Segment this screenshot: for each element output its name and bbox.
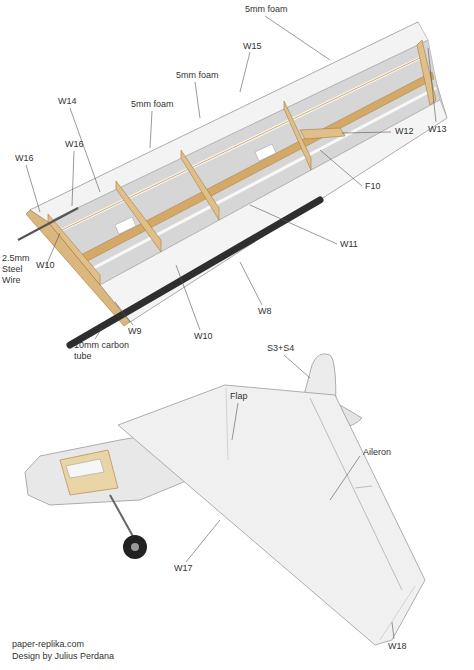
callout-label: 2.5mm Steel Wire — [2, 253, 32, 286]
callout-label: F10 — [365, 181, 381, 192]
leader-lines — [26, 16, 436, 639]
callout-label: S3+S4 — [267, 343, 294, 354]
callout-label: W18 — [388, 641, 407, 652]
callout-label: W13 — [428, 124, 447, 135]
callout-label: W12 — [395, 126, 414, 137]
airplane — [25, 354, 425, 645]
callout-label: Aileron — [363, 447, 391, 458]
callout-label: W10 — [36, 260, 55, 271]
callout-label: 5mm foam — [245, 4, 288, 15]
callout-label: W8 — [258, 306, 272, 317]
callout-label: W14 — [58, 96, 77, 107]
callout-label: 10mm carbon tube — [74, 340, 132, 362]
callout-label: W10 — [194, 331, 213, 342]
callout-label: Flap — [230, 391, 248, 402]
credit-text: paper-replika.com — [12, 639, 84, 650]
callout-label: W15 — [243, 41, 262, 52]
callout-label: 5mm foam — [131, 99, 174, 110]
callout-label: W9 — [128, 326, 142, 337]
callout-label: W17 — [174, 563, 193, 574]
callout-label: 5mm foam — [176, 70, 219, 81]
callout-label: W16 — [15, 153, 34, 164]
credit-text: Design by Julius Perdana — [12, 651, 114, 662]
wing-panel — [18, 22, 447, 345]
callout-label: W16 — [65, 139, 84, 150]
callout-label: W11 — [340, 239, 358, 250]
